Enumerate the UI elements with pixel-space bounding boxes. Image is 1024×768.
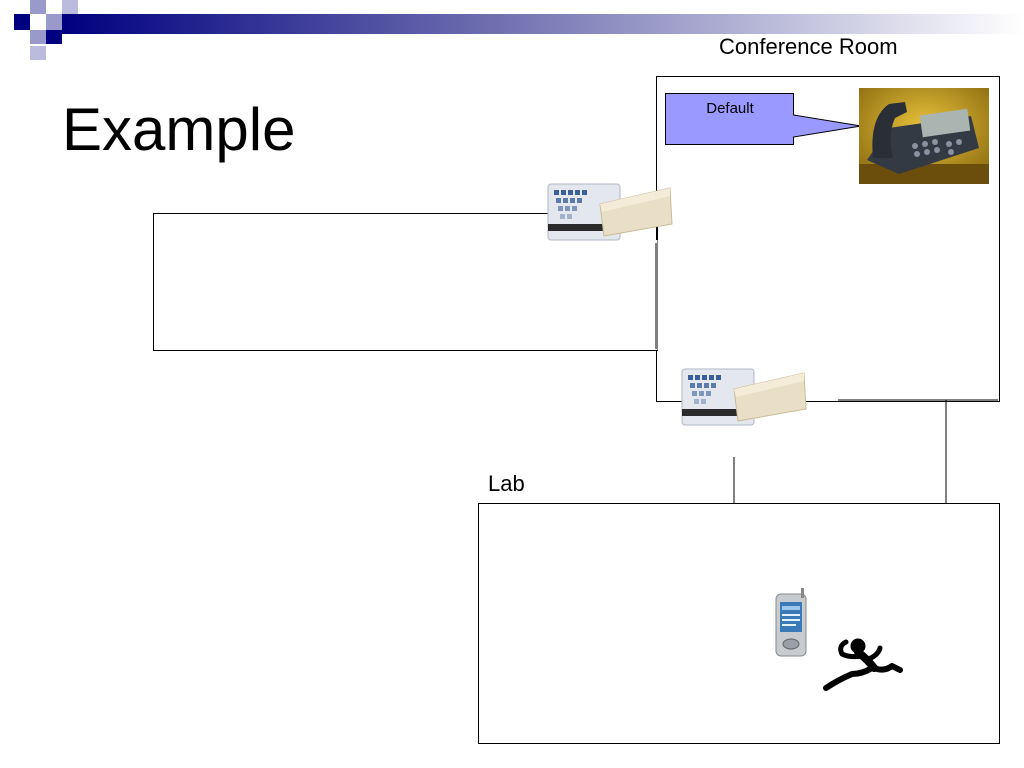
banner-square [62,0,78,14]
default-callout [665,93,862,145]
header-banner [14,0,1024,60]
banner-square [30,0,46,14]
banner-square [30,30,46,44]
ip-desk-phone-icon [859,88,989,184]
banner-square [30,46,46,60]
card-reader-icon [681,368,807,426]
banner-square [14,14,30,30]
banner-gradient-bar [62,14,1024,34]
running-person-icon [823,638,903,691]
slide-title: Example [62,96,296,163]
lab-box [478,503,1000,744]
banner-square [46,14,62,30]
default-callout-text: Default [706,100,754,117]
banner-square [46,30,62,44]
pda-icon [775,588,807,657]
conference-room-label: Conference Room [719,34,898,59]
conference-room-box [656,76,1000,402]
card-reader-icon [547,183,673,241]
lab-label: Lab [488,471,525,496]
